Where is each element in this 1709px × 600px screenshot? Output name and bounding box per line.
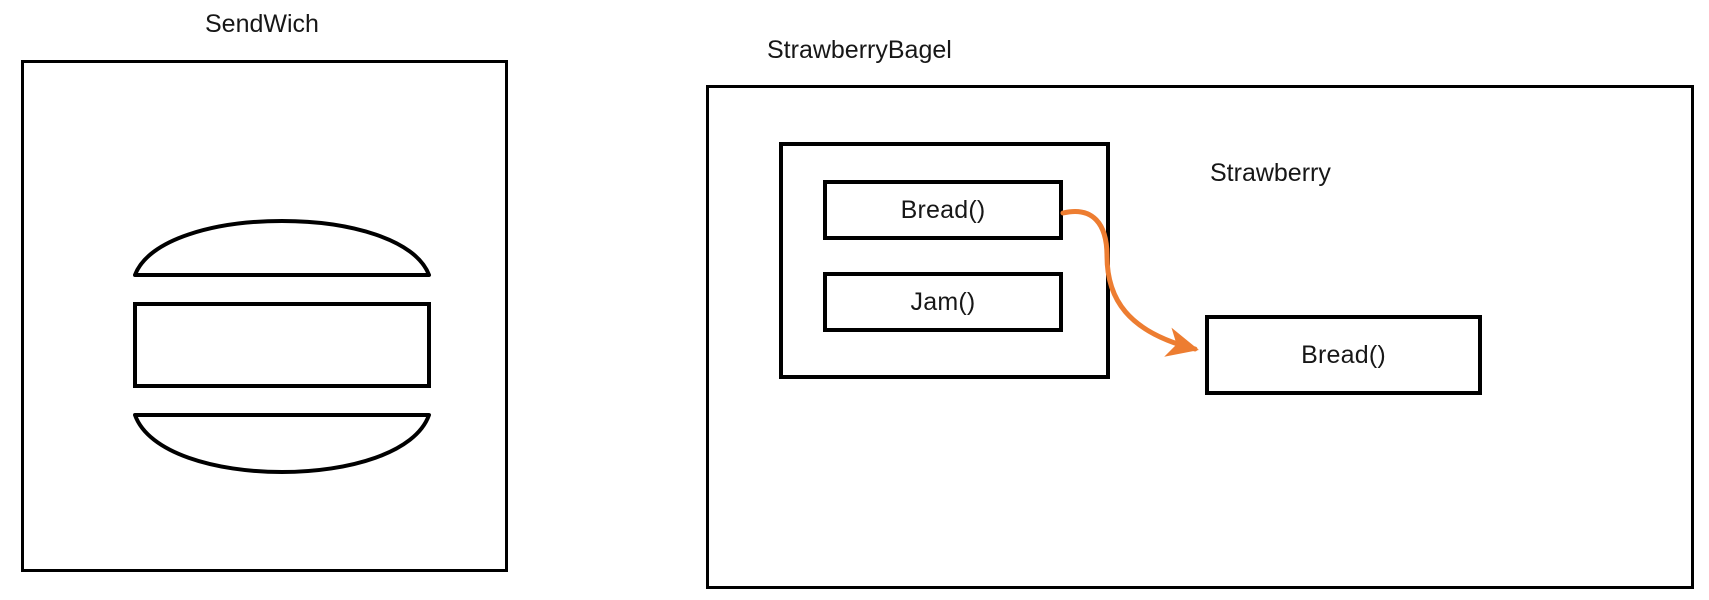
strawberry-inner-group-box <box>779 142 1110 379</box>
method-box-bread-outer[interactable]: Bread() <box>1205 315 1482 395</box>
strawberry-label: Strawberry <box>1210 159 1331 187</box>
sandwich-illustration-icon <box>133 219 431 474</box>
method-box-jam[interactable]: Jam() <box>823 272 1063 332</box>
sendwich-module-box <box>21 60 508 572</box>
method-box-bread-inner[interactable]: Bread() <box>823 180 1063 240</box>
sendwich-title: SendWich <box>205 10 319 38</box>
strawberrybagel-title: StrawberryBagel <box>767 36 952 64</box>
